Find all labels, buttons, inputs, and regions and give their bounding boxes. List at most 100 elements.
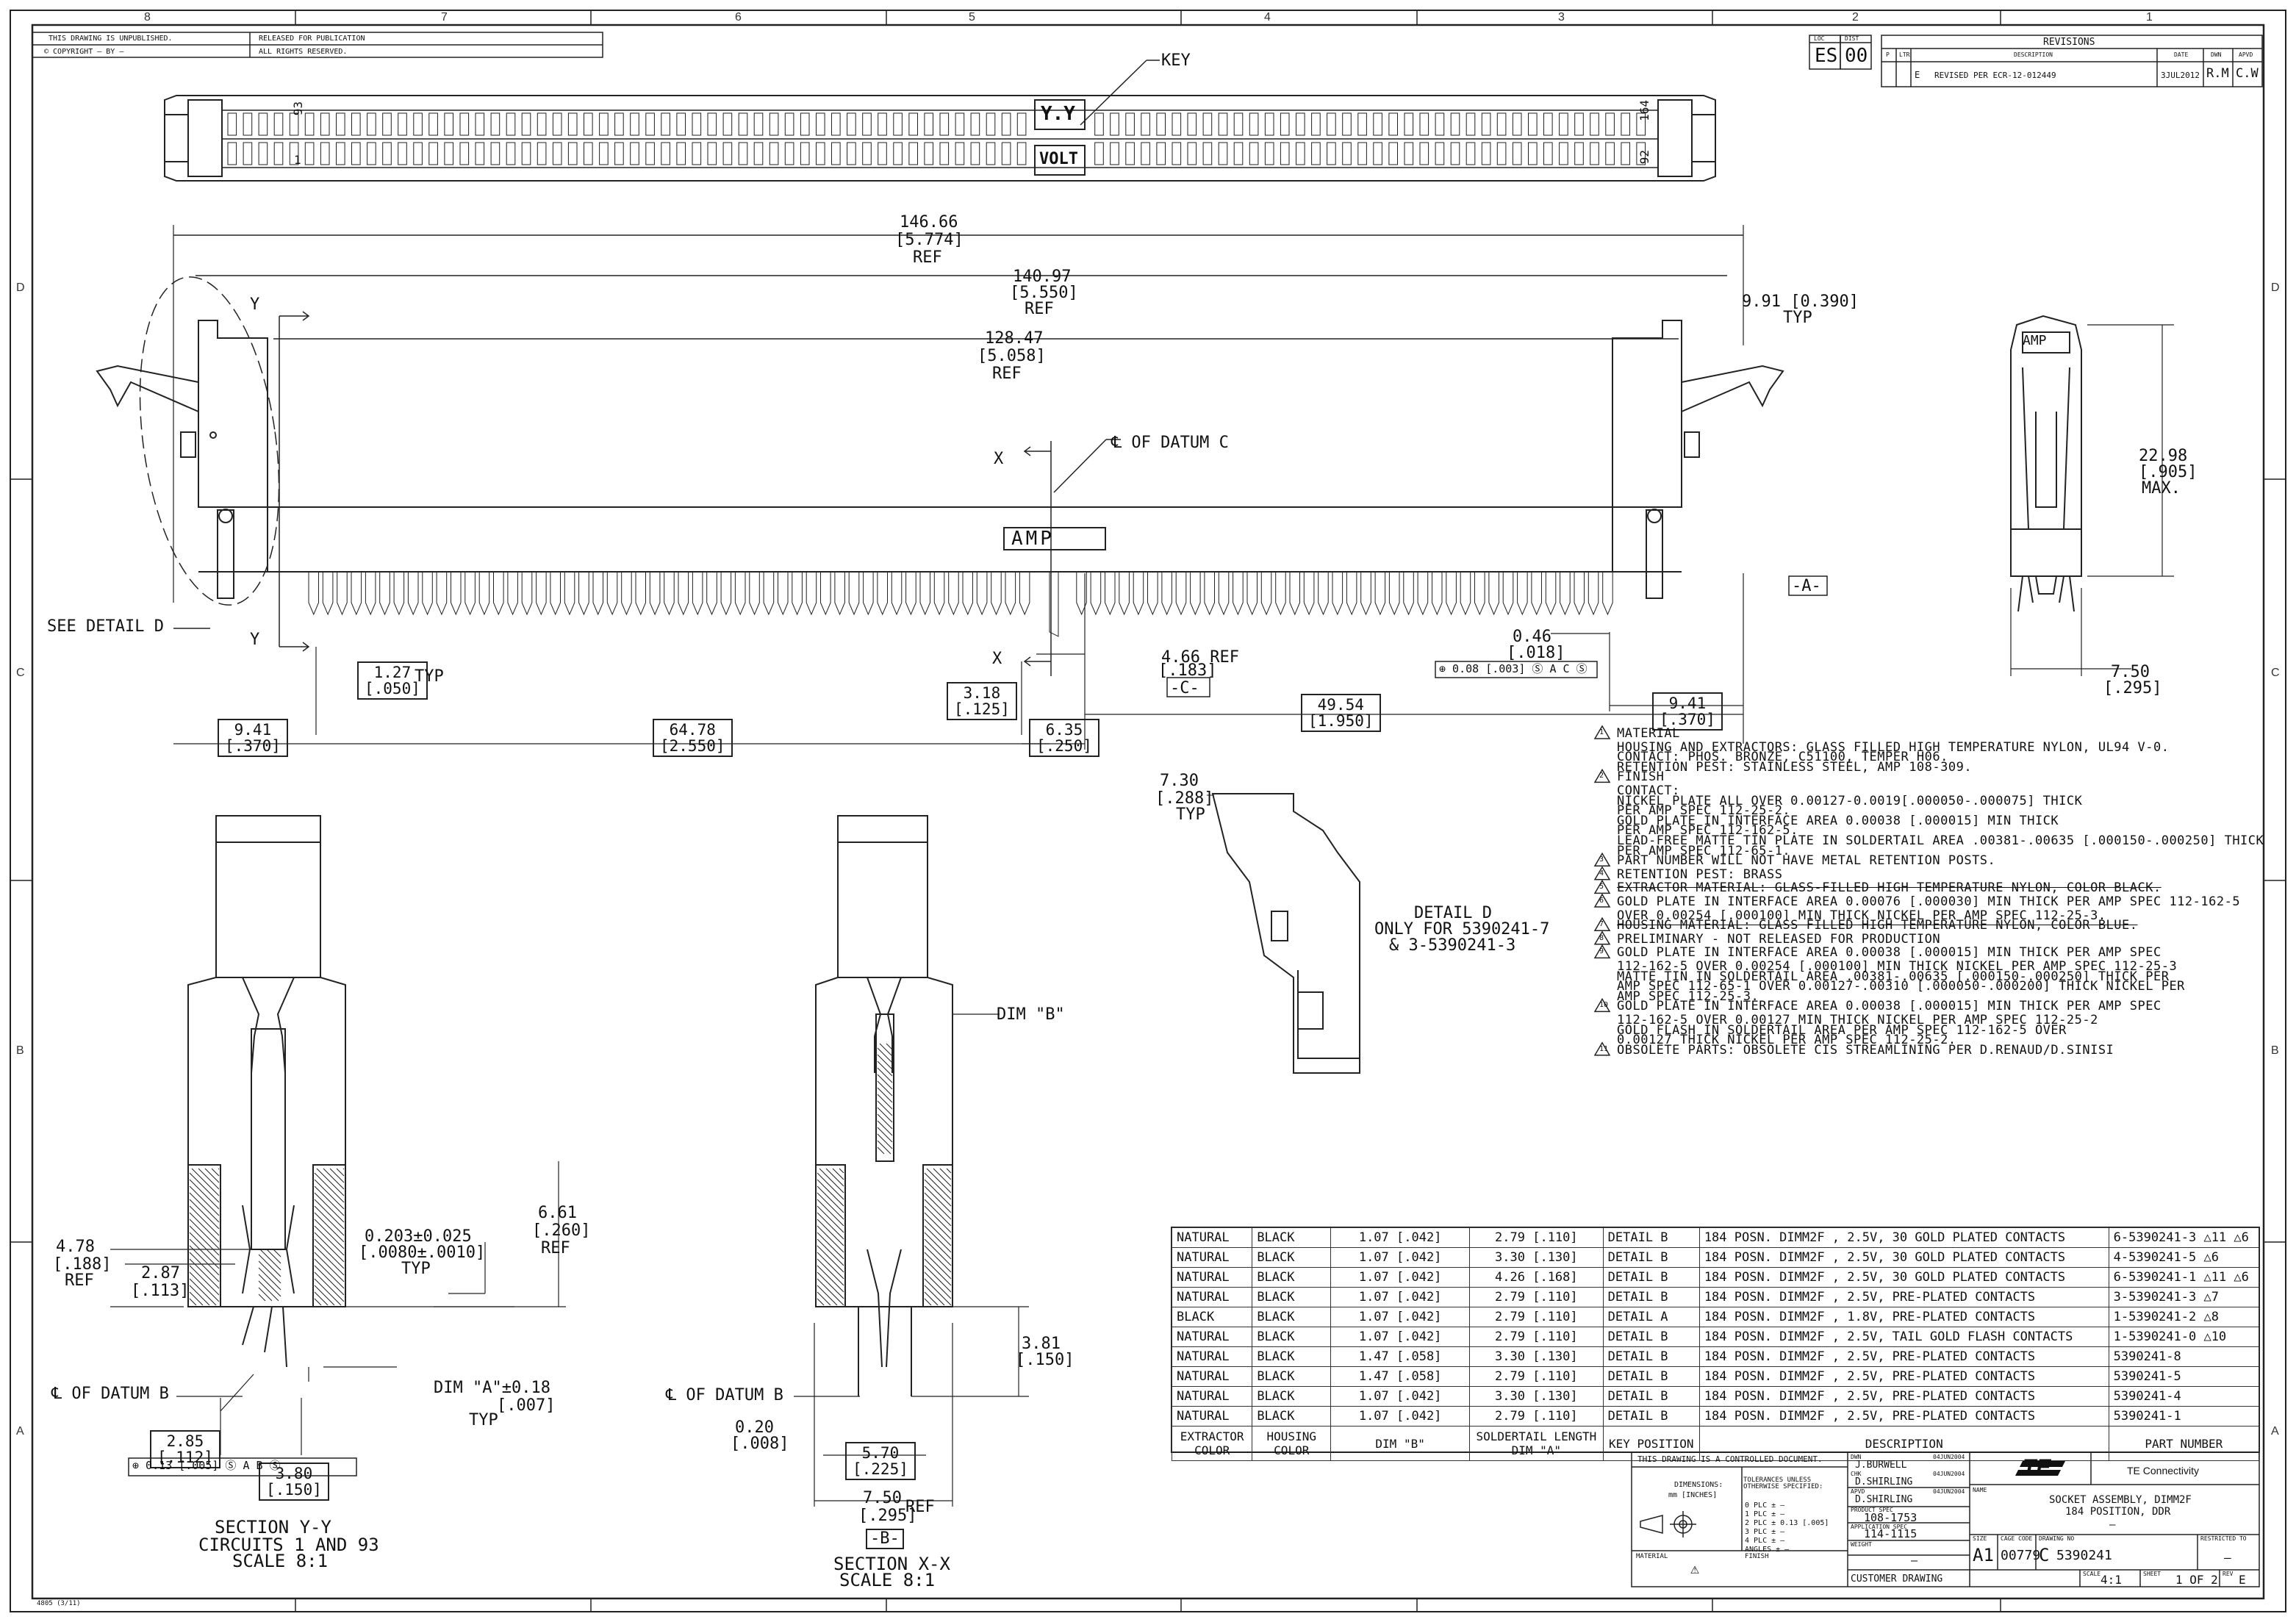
dim-7-30-typ: TYP — [1176, 805, 1205, 824]
tol-3: 3 PLC ± – — [1745, 1528, 1785, 1536]
note-line: CONTACT: — [1617, 783, 1680, 798]
section-x-top: X — [994, 450, 1004, 468]
table-cell: DETAIL B — [1602, 1386, 1700, 1407]
zone-b: B — [16, 1044, 24, 1057]
dist-value: 00 — [1845, 45, 1868, 67]
table-cell: DETAIL B — [1602, 1287, 1700, 1307]
key-label: KEY — [1161, 51, 1191, 70]
table-cell: NATURAL — [1171, 1386, 1253, 1407]
dim-1-27-typ: TYP — [415, 667, 444, 686]
table-cell: BLACK — [1252, 1346, 1332, 1367]
zone-2: 2 — [1852, 11, 1859, 24]
approved-by: D.SHIRLING — [1855, 1494, 1913, 1505]
note-line: CONTACT: PHOS. BRONZE, C51100, TEMPER H0… — [1617, 750, 1948, 765]
dim-9-41-left: 9.41[.370] — [218, 719, 288, 758]
note-number: 8 — [1599, 933, 1604, 942]
note-line: OBSOLETE PARTS: OBSOLETE CIS STREAMLININ… — [1617, 1042, 2114, 1058]
table-cell: 184 POSN. DIMM2F , 2.5V, PRE-PLATED CONT… — [1698, 1346, 2109, 1367]
table-cell: BLACK — [1252, 1386, 1332, 1407]
note-number: 5 — [1599, 883, 1604, 891]
note-line: FINISH — [1617, 769, 1665, 785]
zone-1: 1 — [2146, 11, 2153, 24]
dim-128-47: 128.47 — [985, 329, 1044, 348]
table-cell: 1.07 [.042] — [1330, 1406, 1471, 1427]
dim-9-41-right: 9.41[.370] — [1652, 692, 1723, 731]
dim-6-61: 6.61 — [538, 1204, 577, 1222]
table-cell: BLACK — [1252, 1267, 1332, 1288]
pin-164-label: 164 — [1637, 100, 1651, 121]
table-cell: BLACK — [1171, 1307, 1253, 1327]
dim-7-50-side: 7.50 — [2111, 663, 2150, 681]
restricted-label: RESTRICTED TO — [2200, 1535, 2247, 1542]
cage-label: CAGE CODE — [2001, 1535, 2033, 1542]
dim-128-47-in: [5.058] — [977, 347, 1046, 365]
material-warning-icon: ⚠ — [1690, 1560, 1700, 1577]
note-line: 112-162-5 OVER 0.00127 MIN THICK NICKEL … — [1617, 1013, 2098, 1027]
table-cell: 5390241-4 — [2108, 1386, 2260, 1407]
dim-a-typ: TYP — [469, 1411, 498, 1429]
table-cell: DETAIL B — [1602, 1346, 1700, 1367]
material-label: MATERIAL — [1636, 1553, 1668, 1560]
loc-value: ES — [1815, 45, 1838, 67]
restricted-value: – — [2224, 1551, 2231, 1565]
rev-col-p: P — [1886, 51, 1890, 58]
dim-7-50-xx-ref: REF — [905, 1498, 935, 1516]
table-cell: 184 POSN. DIMM2F , 2.5V, PRE-PLATED CONT… — [1698, 1386, 2109, 1407]
dim-4-78: 4.78 — [56, 1238, 95, 1256]
zone-b-right: B — [2271, 1044, 2279, 1057]
amp-side-label: AMP — [2023, 333, 2047, 348]
dims-label: DIMENSIONS: — [1674, 1481, 1723, 1489]
zone-6: 6 — [735, 11, 742, 24]
zone-5: 5 — [969, 11, 975, 24]
table-cell: 4.26 [.168] — [1469, 1267, 1604, 1288]
dim-64-78: 64.78[2.550] — [653, 719, 733, 758]
note-line: PER AMP SPEC 112-25-2. — [1617, 803, 1791, 819]
dim-140-97-in: [5.550] — [1010, 284, 1078, 302]
note-line: PART NUMBER WILL NOT HAVE METAL RETENTIO… — [1617, 853, 1996, 869]
drawing-scale: 4:1 — [2101, 1573, 2122, 1587]
weight-label: WEIGHT — [1851, 1541, 1872, 1548]
rev-ltr: E — [1915, 70, 1920, 80]
te-logo-shape — [2015, 1461, 2065, 1476]
table-cell: 5390241-1 — [2108, 1406, 2260, 1427]
chk-label: CHK — [1851, 1471, 1862, 1477]
section-x-bottom: X — [992, 650, 1002, 668]
table-cell: 2.79 [.110] — [1469, 1406, 1604, 1427]
dim-0-46-in: [.018] — [1507, 644, 1565, 662]
table-cell: NATURAL — [1171, 1287, 1253, 1307]
app-spec: 114-1115 — [1864, 1527, 1917, 1540]
projection-symbol — [1640, 1511, 1696, 1537]
section-yy-sub: CIRCUITS 1 AND 93 — [198, 1535, 379, 1555]
table-cell: NATURAL — [1171, 1327, 1253, 1347]
note-line: RETENTION PEST: STAINLESS STEEL, AMP 108… — [1617, 759, 1973, 775]
table-cell: 1.47 [.058] — [1330, 1346, 1471, 1367]
appvd-label: APVD — [1851, 1488, 1865, 1495]
dim-6-61-ref: REF — [541, 1239, 570, 1257]
note-flag-icon — [1593, 852, 1611, 866]
table-cell: NATURAL — [1171, 1346, 1253, 1367]
dist-label: DIST — [1845, 35, 1859, 42]
zone-d: D — [16, 281, 25, 294]
approved-date: 04JUN2004 — [1933, 1488, 1965, 1495]
unpublished-text: THIS DRAWING IS UNPUBLISHED. — [49, 35, 173, 43]
dim-3-81-in: [.150] — [1016, 1351, 1075, 1369]
note-line: 112-162-5 OVER 0.00254 [.000100] MIN THI… — [1617, 959, 2178, 974]
table-cell: 2.79 [.110] — [1469, 1327, 1604, 1347]
table-header-cell: EXTRACTOR COLOR — [1171, 1426, 1253, 1461]
dim-146-66-in: [5.774] — [895, 231, 964, 249]
dim-49-54: 49.54[1.950] — [1301, 694, 1381, 733]
tol-2: 2 PLC ± 0.13 [.005] — [1745, 1519, 1829, 1527]
weight: – — [1911, 1554, 1918, 1567]
volt-key-label: VOLT — [1039, 150, 1078, 168]
dim-a: DIM "A"±0.18 — [434, 1379, 550, 1397]
dim-0-203-typ: TYP — [401, 1260, 431, 1278]
table-header-cell: SOLDERTAIL LENGTH DIM "A" — [1469, 1426, 1604, 1461]
note-line: AMP SPEC 112-25-3. — [1617, 988, 1759, 1004]
